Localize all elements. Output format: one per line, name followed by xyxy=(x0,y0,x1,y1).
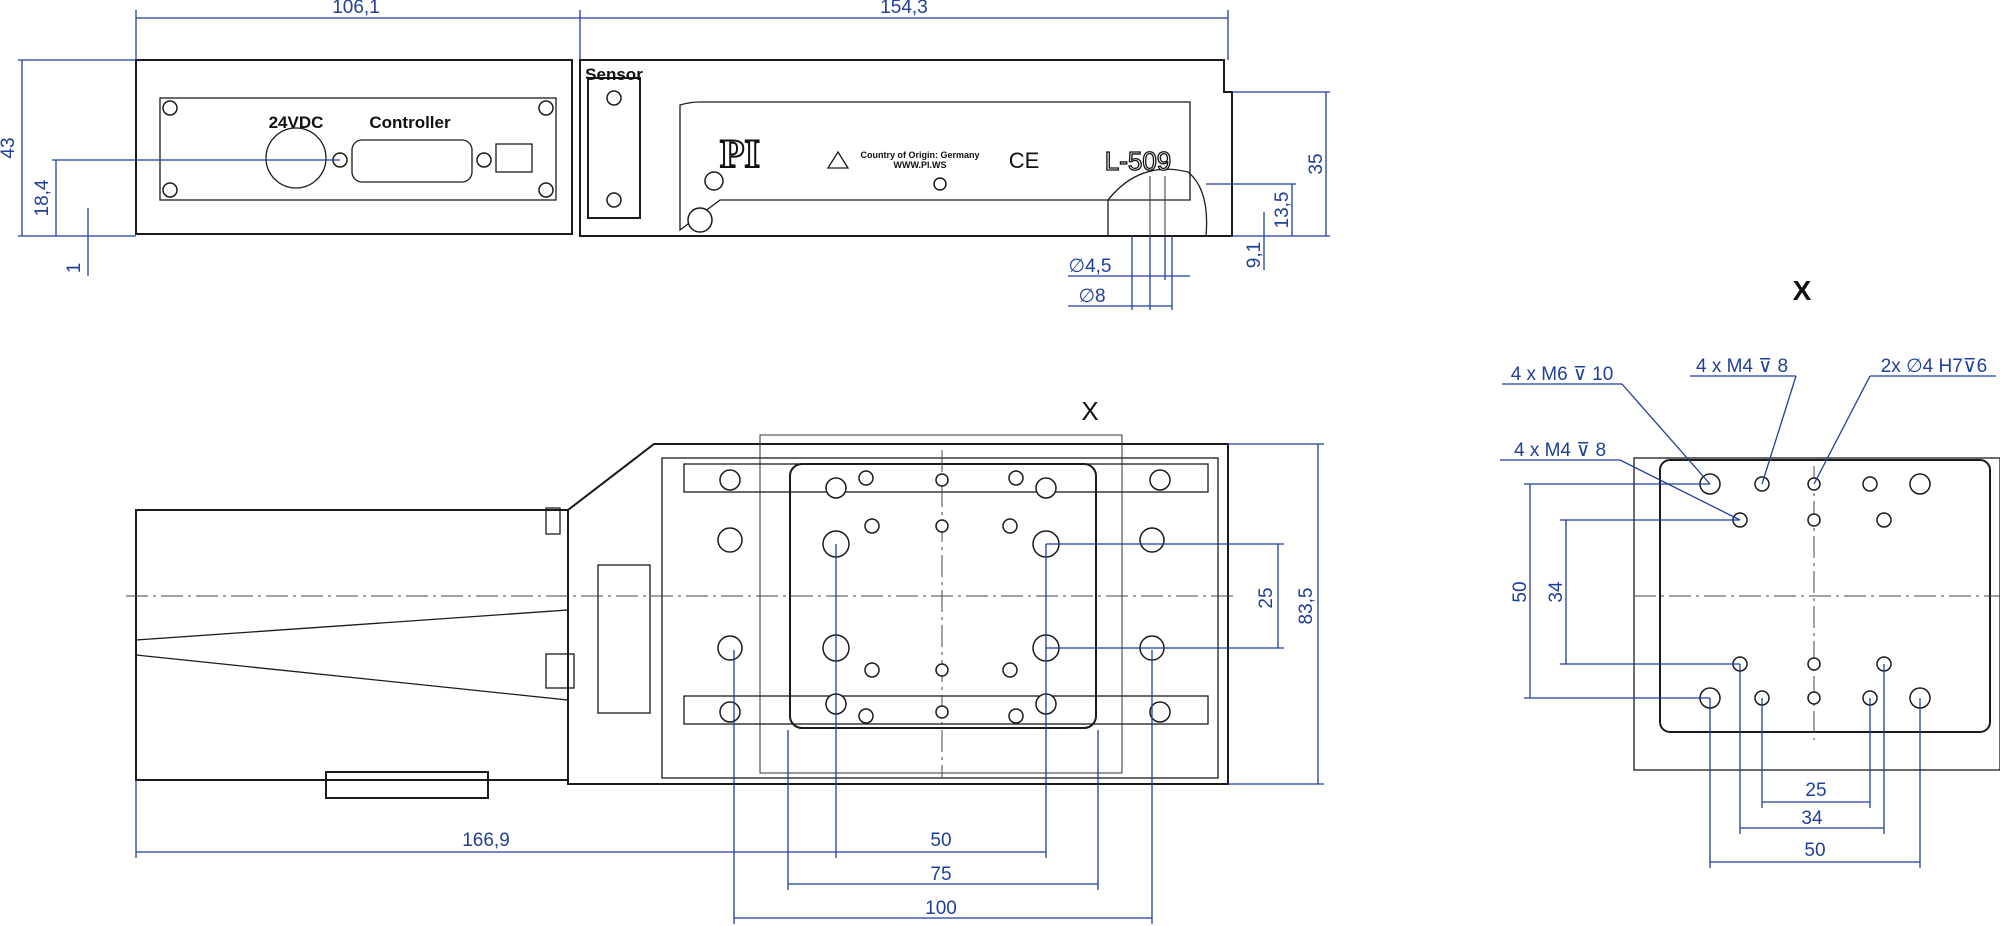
detail-x-view xyxy=(1500,375,2000,868)
website-text: WWW.PI.WS xyxy=(894,160,947,170)
view-marker: X xyxy=(1081,396,1098,426)
detail-v50: 50 xyxy=(1510,581,1531,602)
origin-text: Country of Origin: Germany xyxy=(860,150,979,160)
top-view xyxy=(126,434,1324,924)
dim-length-to-holes: 166,9 xyxy=(462,830,510,851)
detail-m4-top-callout: 4 x M4 ⊽ 8 xyxy=(1696,356,1788,377)
warning-icon xyxy=(826,150,850,169)
detail-m4-left-callout: 4 x M4 ⊽ 8 xyxy=(1514,440,1606,461)
dim-top-left: 106,1 xyxy=(332,0,380,18)
ce-mark: CE xyxy=(1009,148,1040,173)
power-label: 24VDC xyxy=(269,113,324,132)
brand-logo: PI xyxy=(720,131,760,176)
detail-h34: 34 xyxy=(1801,808,1823,829)
dim-top-right: 154,3 xyxy=(880,0,928,18)
dim-pitch-100: 100 xyxy=(925,898,957,919)
dim-height-connector: 18,4 xyxy=(32,179,53,216)
controller-label: Controller xyxy=(369,113,451,132)
dim-vert-83-5: 83,5 xyxy=(1296,588,1317,625)
dim-bore-small: ∅4,5 xyxy=(1069,256,1112,277)
detail-title: X xyxy=(1793,275,1812,306)
dim-bore-large: ∅8 xyxy=(1078,286,1105,307)
dim-base-offset: 1 xyxy=(64,263,85,274)
dim-height-right: 35 xyxy=(1306,153,1327,174)
detail-h25: 25 xyxy=(1805,780,1826,801)
sensor-label: Sensor xyxy=(585,65,643,84)
model-label: L-509 xyxy=(1105,146,1172,176)
dim-pitch-50: 50 xyxy=(930,830,951,851)
detail-pin-callout: 2x ∅4 H7⊽6 xyxy=(1881,356,1988,377)
detail-m6-callout: 4 x M6 ⊽ 10 xyxy=(1511,364,1614,385)
dim-height-total: 43 xyxy=(0,137,19,158)
dim-hole-height: 13,5 xyxy=(1272,192,1293,229)
dim-vert-25: 25 xyxy=(1256,587,1277,608)
detail-h50: 50 xyxy=(1804,840,1825,861)
dim-hole-offset: 9,1 xyxy=(1244,242,1265,268)
detail-v34: 34 xyxy=(1546,581,1567,603)
dim-pitch-75: 75 xyxy=(930,864,951,885)
side-view xyxy=(18,10,1330,310)
